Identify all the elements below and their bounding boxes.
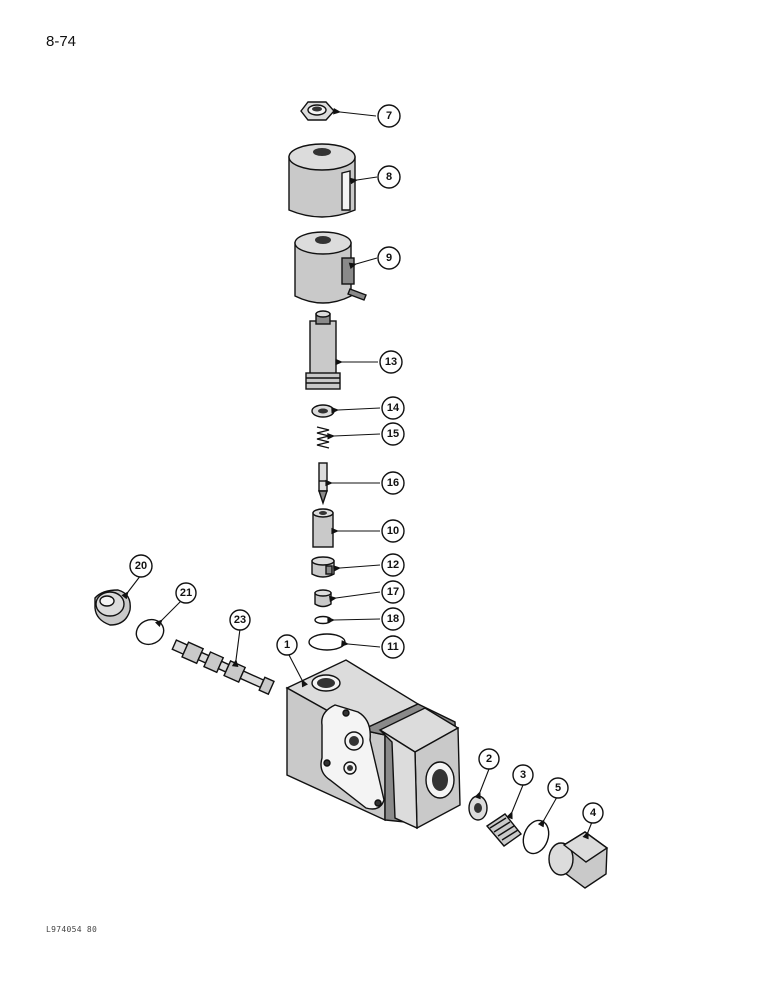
svg-text:20: 20 <box>135 560 147 572</box>
callout-7: 7 <box>377 104 401 128</box>
end-plug-part <box>94 589 131 626</box>
callout-4: 4 <box>582 802 604 824</box>
sleeve-part <box>312 508 334 548</box>
callout-15: 15 <box>381 422 405 446</box>
valve-body-part <box>285 659 461 830</box>
solenoid-coil-part <box>294 231 367 304</box>
callout-16: 16 <box>381 471 405 495</box>
callout-21: 21 <box>175 582 197 604</box>
svg-text:15: 15 <box>387 428 399 440</box>
svg-text:18: 18 <box>387 613 399 625</box>
callout-20: 20 <box>129 554 153 578</box>
svg-text:7: 7 <box>386 110 392 122</box>
hex-plug-part <box>548 831 609 889</box>
page-number: 8-74 <box>46 33 77 50</box>
poppet-part <box>314 589 332 608</box>
o-ring-part <box>308 633 346 651</box>
callout-1: 1 <box>276 634 298 656</box>
callout-23: 23 <box>229 609 251 631</box>
hex-nut-part <box>300 101 335 121</box>
svg-text:1: 1 <box>284 639 290 651</box>
svg-text:13: 13 <box>385 356 397 368</box>
relief-spring-part <box>485 813 523 847</box>
svg-text:11: 11 <box>387 641 399 653</box>
solenoid-tube-part <box>305 310 341 390</box>
figure-code: L974054 80 <box>46 925 98 934</box>
washer-part <box>311 404 335 418</box>
svg-text:2: 2 <box>486 753 492 765</box>
svg-text:10: 10 <box>387 525 399 537</box>
svg-text:9: 9 <box>386 252 392 264</box>
callout-5: 5 <box>547 777 569 799</box>
callout-13: 13 <box>379 350 403 374</box>
svg-text:14: 14 <box>387 402 400 414</box>
svg-text:5: 5 <box>555 782 561 794</box>
plug-seal-o-ring-part <box>522 819 550 855</box>
svg-text:21: 21 <box>180 587 192 599</box>
callout-9: 9 <box>377 246 401 270</box>
callout-2: 2 <box>478 748 500 770</box>
seat-washer-part <box>468 795 488 821</box>
small-o-ring-part <box>314 615 332 625</box>
callout-17: 17 <box>381 580 405 604</box>
callout-3: 3 <box>512 764 534 786</box>
svg-text:16: 16 <box>387 477 399 489</box>
callout-18: 18 <box>381 607 405 631</box>
svg-text:4: 4 <box>590 807 597 819</box>
callout-14: 14 <box>381 396 405 420</box>
callout-12: 12 <box>381 553 405 577</box>
callout-10: 10 <box>381 519 405 543</box>
small-spring-part <box>316 426 330 449</box>
svg-text:8: 8 <box>386 171 392 183</box>
plunger-needle-part <box>318 462 328 506</box>
callout-8: 8 <box>377 165 401 189</box>
svg-text:23: 23 <box>234 614 246 626</box>
valve-seat-part <box>311 556 335 578</box>
spool-part <box>171 639 275 696</box>
callout-11: 11 <box>381 635 405 659</box>
cover-cap-part <box>288 143 356 218</box>
svg-text:17: 17 <box>387 586 399 598</box>
svg-text:12: 12 <box>387 559 399 571</box>
svg-text:3: 3 <box>520 769 526 781</box>
